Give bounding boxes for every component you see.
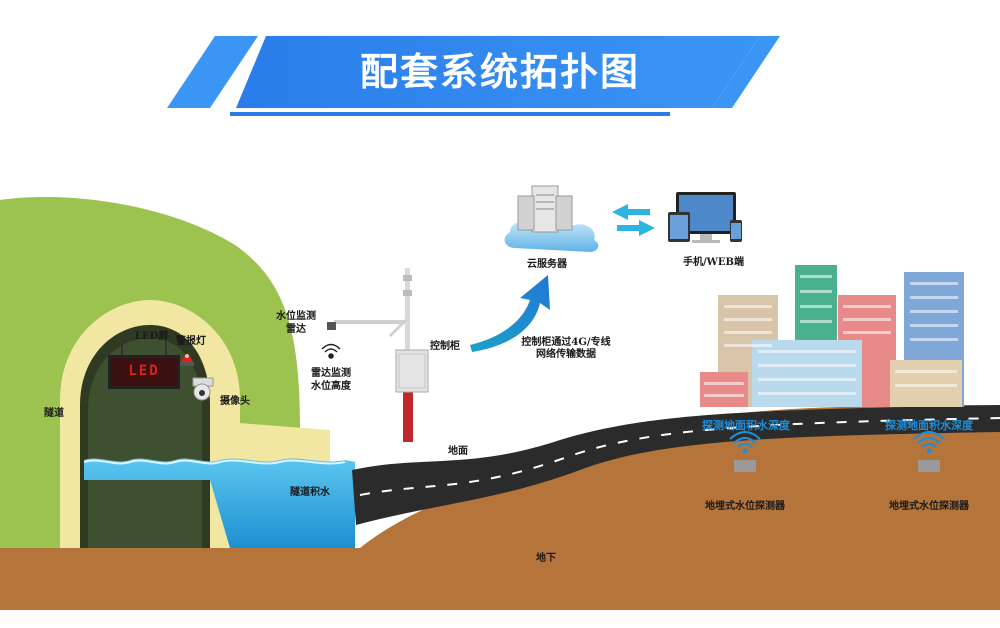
radar-water-level-label: 水位监测 雷达: [276, 311, 316, 335]
tunnel-water: [84, 458, 355, 548]
led-display-text: LED: [128, 363, 160, 379]
transmission-arrow: [470, 275, 550, 352]
underground-label: 地下: [536, 553, 556, 564]
diagram-title: 配套系统拓扑图: [359, 50, 640, 94]
control-cabinet-label: 控制柜: [430, 341, 460, 352]
cloud-server-label: 云服务器: [527, 259, 567, 270]
road: [352, 405, 1000, 525]
tunnel-water-label: 隧道积水: [290, 487, 330, 498]
camera-label: 摄像头: [220, 396, 250, 407]
buried-detector-2: [913, 430, 945, 472]
buried-detector-label-2: 地埋式水位探测器: [889, 501, 969, 512]
alarm-light-label: 警报灯: [176, 336, 206, 347]
transmission-label: 控制柜通过4G/专线 网络传输数据: [521, 337, 611, 360]
underground-soil: [0, 405, 1000, 610]
ground-label: 地面: [448, 446, 468, 457]
mobile-web-icon: [668, 192, 742, 243]
alarm-light: [180, 354, 194, 366]
title-banner: [167, 36, 780, 116]
detect-depth-label-1: 探测地面积水深度: [702, 419, 790, 432]
led-screen-label: LED屏: [135, 331, 169, 342]
cloud-server-icon: [504, 185, 599, 252]
buried-detector-1: [729, 430, 761, 472]
radar-pole: [327, 268, 429, 442]
tunnel-label: 隧道: [44, 408, 64, 419]
radar-wave-icon: [321, 343, 341, 359]
mobile-web-label: 手机/WEB端: [683, 257, 744, 268]
detect-depth-label-2: 探测地面积水深度: [885, 419, 973, 432]
camera: [192, 377, 214, 401]
sync-arrows-icon: [612, 204, 655, 236]
city-buildings: [700, 265, 964, 407]
radar-water-height-label: 雷达监测 水位高度: [311, 368, 351, 392]
buried-detector-label-1: 地埋式水位探测器: [705, 501, 785, 512]
led-screen: [108, 340, 180, 389]
